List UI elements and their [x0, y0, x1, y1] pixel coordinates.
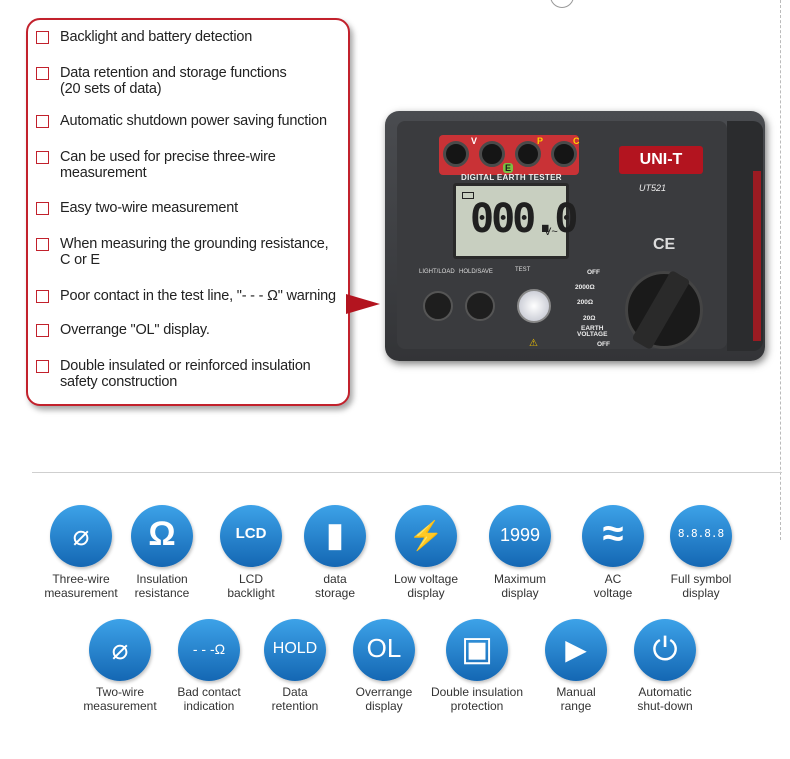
range-earth: EARTH: [581, 325, 604, 332]
test-button[interactable]: [517, 289, 551, 323]
terminal-v-label: V: [471, 136, 478, 146]
checkbox-icon: [36, 67, 49, 80]
omega-icon: Ω: [131, 505, 193, 567]
lcd-reading: 000.0: [470, 196, 578, 242]
feature-item: Easy two-wire measurement: [36, 200, 348, 216]
lcd-unit: V~: [544, 226, 558, 238]
range-off-bottom: OFF: [597, 341, 610, 348]
feature-item: Can be used for precise three-wire measu…: [36, 149, 348, 181]
icon-label: Double insulation protection: [430, 685, 524, 713]
checkbox-icon: [36, 202, 49, 215]
double-insulation-icon: ▣: [446, 619, 508, 681]
rotary-range-dial[interactable]: [625, 269, 703, 351]
feature-text: When measuring the grounding resistance,…: [60, 236, 329, 268]
device-red-stripe: [753, 171, 761, 341]
feature-text: Double insulated or reinforced insulatio…: [60, 358, 311, 390]
icon-label: data storage: [314, 572, 356, 600]
terminal-e-socket: [479, 141, 505, 167]
ol-icon: OL: [353, 619, 415, 681]
pointer-arrow-icon: [346, 294, 380, 314]
device-face: V E P C UNI-T UT521 CE DIGITAL EARTH TES…: [397, 121, 727, 351]
icon-label: Three-wire measurement: [44, 572, 118, 600]
range-off-top: OFF: [587, 269, 600, 276]
top-circle-decoration: [550, 0, 574, 8]
device-title: DIGITAL EARTH TESTER: [461, 173, 562, 182]
sd-card-icon: ▮: [304, 505, 366, 567]
icon-label: Low voltage display: [393, 572, 459, 600]
icon-label: Overrange display: [355, 685, 413, 713]
power-icon: ⏻: [634, 619, 696, 681]
icon-label: Automatic shut-down: [637, 685, 693, 713]
feature-item: Data retention and storage functions (20…: [36, 65, 348, 97]
checkbox-icon: [36, 290, 49, 303]
checkbox-icon: [36, 151, 49, 164]
icon-label: Two-wire measurement: [83, 685, 157, 713]
checkbox-icon: [36, 360, 49, 373]
feature-text: Can be used for precise three-wire measu…: [60, 149, 276, 181]
feature-text: Backlight and battery detection: [60, 29, 253, 45]
brand-logo: UNI-T: [619, 146, 703, 174]
1999-icon: 1999: [489, 505, 551, 567]
icon-label: Data retention: [271, 685, 319, 713]
feature-item: Poor contact in the test line, "- - - Ω"…: [36, 288, 348, 304]
terminal-e-label: E: [503, 163, 514, 173]
section-divider: [32, 472, 782, 473]
range-voltage: VOLTAGE: [577, 331, 608, 338]
icon-label: Insulation resistance: [134, 572, 190, 600]
feature-item: Double insulated or reinforced insulatio…: [36, 358, 348, 390]
brand-text: UNI-T: [639, 151, 683, 168]
icon-label: Maximum display: [493, 572, 546, 600]
feature-item: Backlight and battery detection: [36, 29, 348, 45]
ce-mark: CE: [653, 236, 676, 253]
ac-icon: ≈: [582, 505, 644, 567]
feature-item: Overrange "OL" display.: [36, 322, 348, 338]
manual-range-icon: ▶: [545, 619, 607, 681]
checkbox-icon: [36, 238, 49, 251]
terminal-v-socket: [443, 141, 469, 167]
lcd-icon: LCD: [220, 505, 282, 567]
checkbox-icon: [36, 115, 49, 128]
rotary-knob[interactable]: [631, 269, 691, 351]
icon-label: LCD backlight: [227, 572, 275, 600]
warning-icon: ⚠: [529, 338, 538, 349]
icon-label: Full symbol display: [670, 572, 732, 600]
range-2000: 2000Ω: [575, 284, 595, 291]
hold-save-button[interactable]: [465, 291, 495, 321]
vertical-guide-line: [780, 0, 781, 540]
feature-text: Poor contact in the test line, "- - - Ω"…: [60, 288, 336, 304]
terminal-p-socket: [515, 141, 541, 167]
three-wire-icon: ⌀: [50, 505, 112, 567]
bad-contact-icon: - - -Ω: [178, 619, 240, 681]
earth-tester-device: V E P C UNI-T UT521 CE DIGITAL EARTH TES…: [385, 111, 765, 361]
hold-save-label: HOLD/SAVE: [459, 269, 493, 275]
feature-text: Automatic shutdown power saving function: [60, 113, 327, 129]
battery-indicator-icon: [462, 192, 474, 199]
terminal-p-label: P: [537, 136, 544, 146]
light-load-label: LIGHT/LOAD: [419, 269, 455, 275]
icon-label: AC voltage: [593, 572, 633, 600]
terminal-strip: V E P C: [439, 135, 580, 175]
battery-icon: ⚡: [395, 505, 457, 567]
icon-label: Bad contact indication: [177, 685, 241, 713]
two-wire-icon: ⌀: [89, 619, 151, 681]
lcd-screen: 000.0 V~: [453, 183, 578, 259]
full-symbol-icon: 8.8.8.8: [670, 505, 732, 567]
feature-text: Data retention and storage functions (20…: [60, 65, 287, 97]
feature-item: Automatic shutdown power saving function: [36, 113, 348, 129]
checkbox-icon: [36, 31, 49, 44]
range-200: 200Ω: [577, 299, 594, 306]
light-load-button[interactable]: [423, 291, 453, 321]
feature-list-panel: Backlight and battery detection Data ret…: [26, 18, 350, 406]
range-20: 20Ω: [583, 315, 596, 322]
terminal-c-socket: [551, 141, 577, 167]
icon-label: Manual range: [556, 685, 596, 713]
model-number: UT521: [639, 183, 667, 193]
hold-icon: HOLD: [264, 619, 326, 681]
terminal-c-label: C: [573, 136, 580, 146]
checkbox-icon: [36, 324, 49, 337]
feature-text: Easy two-wire measurement: [60, 200, 238, 216]
test-label: TEST: [515, 267, 531, 273]
feature-item: When measuring the grounding resistance,…: [36, 236, 348, 268]
feature-text: Overrange "OL" display.: [60, 322, 210, 338]
